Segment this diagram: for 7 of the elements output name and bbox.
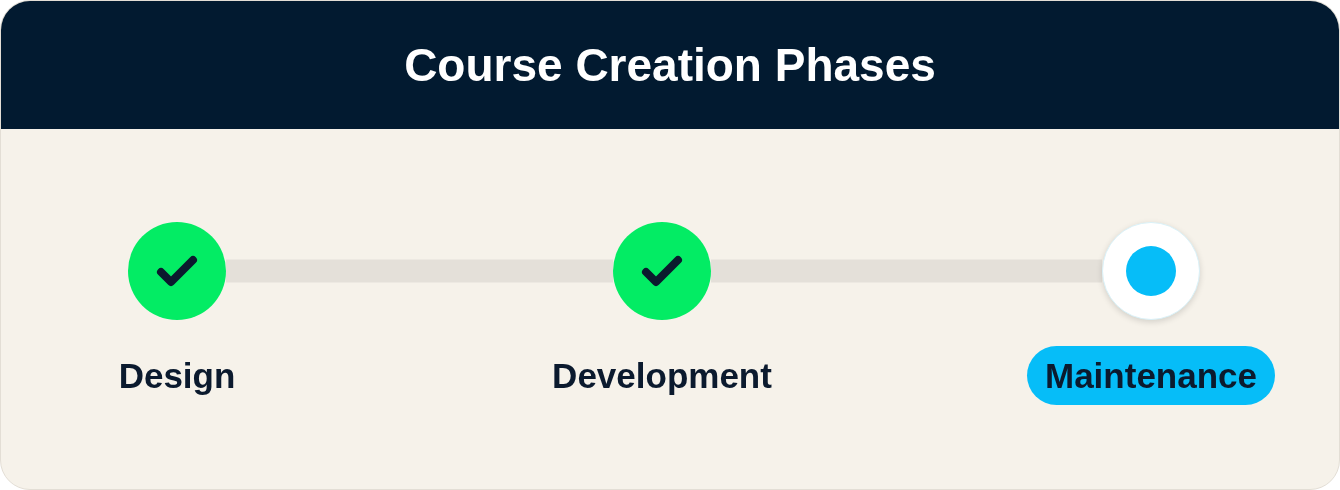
step-label: Design — [118, 357, 236, 393]
progress-track — [226, 259, 613, 283]
current-step-marker — [1102, 222, 1200, 320]
title: Course Creation Phases — [404, 39, 936, 91]
step-label: Development — [552, 357, 772, 393]
progress-track — [711, 259, 1102, 283]
current-step-label: Maintenance — [1027, 345, 1275, 405]
